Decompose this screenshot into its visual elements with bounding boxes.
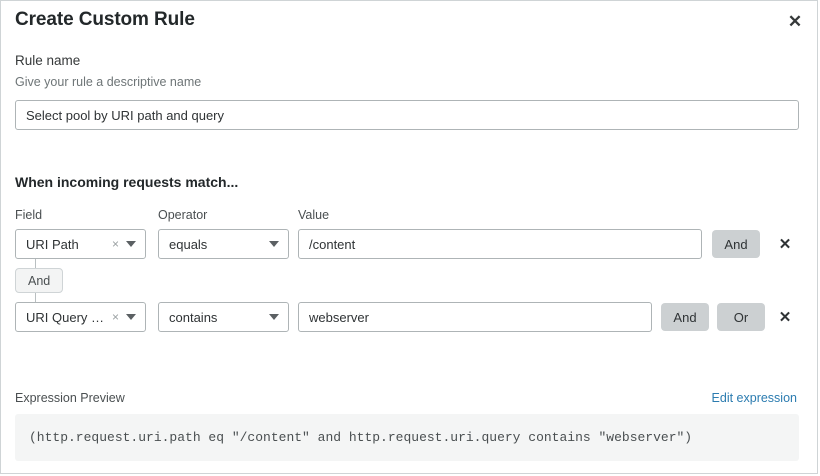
- operator-select-0[interactable]: equals: [158, 229, 289, 259]
- chevron-down-icon: [126, 314, 136, 320]
- delete-condition-icon-0[interactable]: ✕: [776, 233, 794, 255]
- column-header-operator: Operator: [158, 208, 208, 222]
- field-select-value-0: URI Path: [26, 236, 79, 252]
- edit-expression-link[interactable]: Edit expression: [711, 391, 797, 405]
- chevron-down-icon: [126, 241, 136, 247]
- column-header-field: Field: [15, 208, 43, 222]
- operator-select-value-0: equals: [169, 236, 208, 252]
- expression-preview-label: Expression Preview: [15, 391, 125, 405]
- delete-condition-icon-1[interactable]: ✕: [776, 306, 794, 328]
- expression-preview-text: (http.request.uri.path eq "/content" and…: [29, 430, 693, 445]
- expression-preview-box: (http.request.uri.path eq "/content" and…: [15, 414, 799, 461]
- chevron-down-icon: [269, 241, 279, 247]
- field-select-0[interactable]: URI Path ×: [15, 229, 146, 259]
- and-button-1[interactable]: And: [661, 303, 709, 331]
- conditions-heading: When incoming requests match...: [15, 174, 239, 190]
- condition-connector-badge[interactable]: And: [15, 268, 64, 293]
- clear-icon[interactable]: ×: [111, 310, 119, 324]
- close-icon[interactable]: ✕: [781, 7, 809, 35]
- rule-name-input[interactable]: [15, 100, 799, 130]
- and-button-0[interactable]: And: [712, 230, 760, 258]
- value-input-1[interactable]: [298, 302, 652, 332]
- operator-select-1[interactable]: contains: [158, 302, 289, 332]
- page-title: Create Custom Rule: [15, 9, 195, 30]
- value-input-0[interactable]: [298, 229, 702, 259]
- condition-row: URI Path × equals And ✕: [1, 229, 817, 259]
- clear-icon[interactable]: ×: [111, 237, 119, 251]
- rule-name-help-text: Give your rule a descriptive name: [15, 75, 202, 89]
- rule-name-label: Rule name: [15, 53, 81, 68]
- column-header-value: Value: [298, 208, 330, 222]
- operator-select-value-1: contains: [169, 309, 218, 325]
- field-select-value-1: URI Query St...: [26, 309, 108, 325]
- field-select-1[interactable]: URI Query St... ×: [15, 302, 146, 332]
- condition-row: URI Query St... × contains And Or ✕: [1, 302, 817, 332]
- chevron-down-icon: [269, 314, 279, 320]
- or-button-1[interactable]: Or: [717, 303, 765, 331]
